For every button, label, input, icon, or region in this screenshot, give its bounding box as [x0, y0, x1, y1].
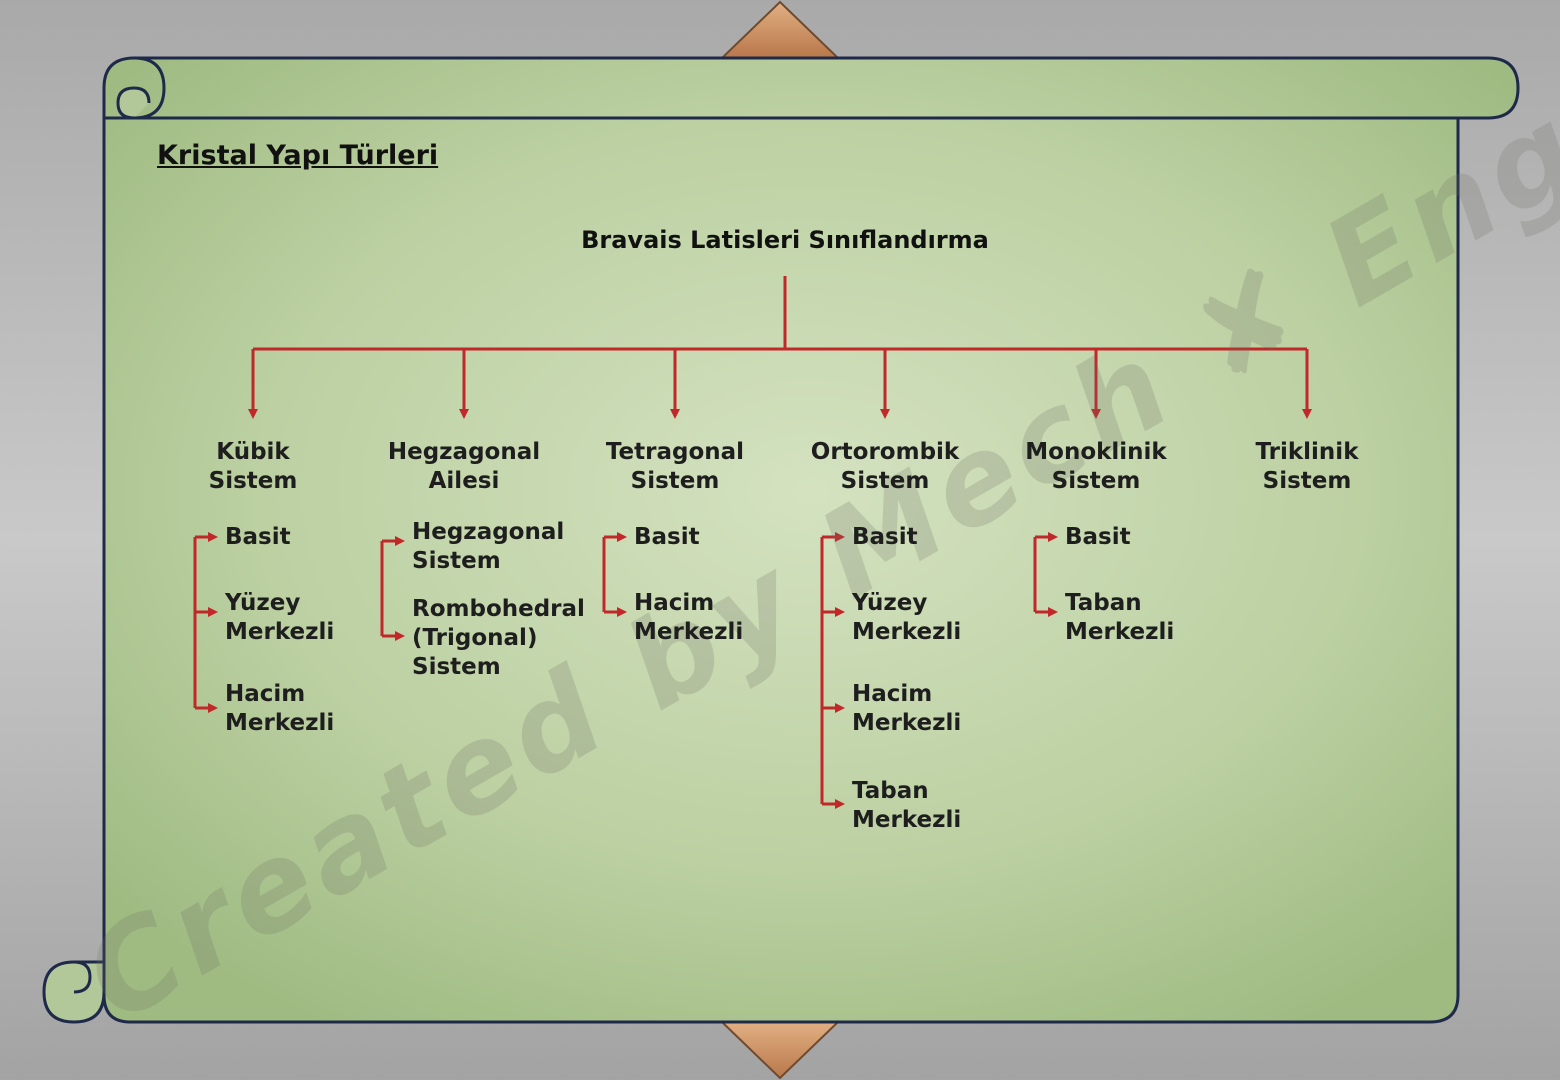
- subtype-ortorombik-hacim: Hacim Merkezli: [852, 681, 962, 736]
- subtype-kubik-hacim: Hacim Merkezli: [225, 681, 335, 736]
- connector-lines: [193, 276, 1312, 809]
- category-kubik: Kübik Sistem: [208, 439, 298, 494]
- subtype-kubik-yuzey: Yüzey Merkezli: [225, 590, 335, 645]
- subtype-monoklinik-taban: Taban Merkezli: [1065, 590, 1175, 645]
- top-triangle-ornament: [719, 0, 841, 59]
- subtype-tetragonal-hacim: Hacim Merkezli: [634, 590, 744, 645]
- category-ortorombik: Ortorombik Sistem: [810, 439, 960, 494]
- subtype-hegzagonal-sistem: Hegzagonal Sistem: [412, 519, 565, 574]
- bottom-triangle-ornament: [719, 1021, 841, 1080]
- subtype-tetragonal-basit: Basit: [634, 524, 700, 550]
- category-tetragonal: Tetragonal Sistem: [605, 439, 745, 494]
- category-triklinik: Triklinik Sistem: [1255, 439, 1359, 494]
- root-node: Bravais Latisleri Sınıflandırma: [581, 226, 989, 254]
- subtype-ortorombik-yuzey: Yüzey Merkezli: [852, 590, 962, 645]
- subtype-kubik-basit: Basit: [225, 524, 291, 550]
- subtype-ortorombik-basit: Basit: [852, 524, 918, 550]
- category-monoklinik: Monoklinik Sistem: [1025, 439, 1167, 494]
- slide-title: Kristal Yapı Türleri: [157, 140, 439, 171]
- category-hegzagonal: Hegzagonal Ailesi: [387, 439, 541, 494]
- subtype-rombohedral: Rombohedral (Trigonal) Sistem: [412, 596, 585, 680]
- subtype-ortorombik-taban: Taban Merkezli: [852, 778, 962, 833]
- subtype-monoklinik-basit: Basit: [1065, 524, 1131, 550]
